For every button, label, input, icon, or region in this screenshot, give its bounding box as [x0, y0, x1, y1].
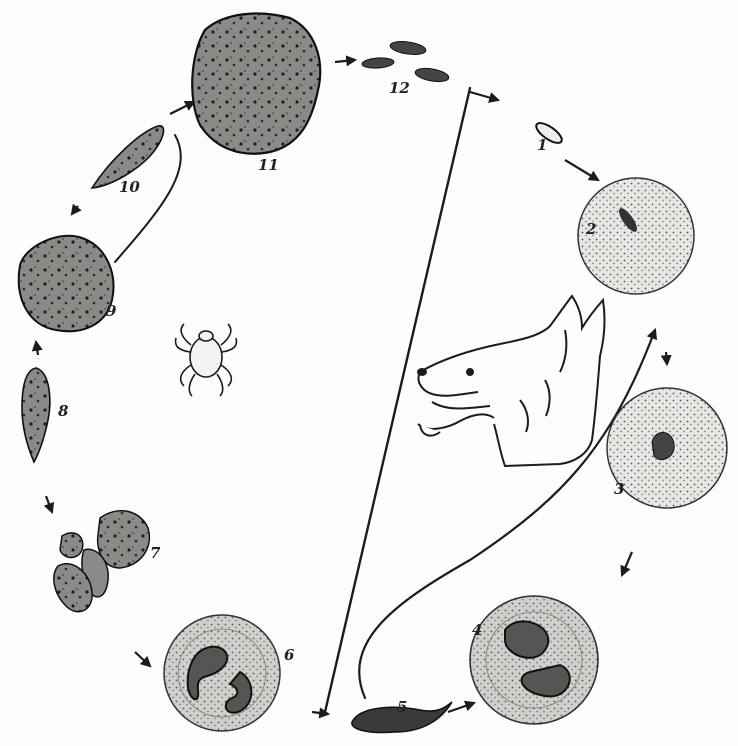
stage-label-9: 9	[106, 302, 117, 320]
stage-label-10: 10	[119, 178, 140, 196]
dog-head-icon	[418, 296, 604, 466]
stage-label-7: 7	[150, 544, 161, 562]
stage-label-1: 1	[537, 136, 547, 154]
stage-6-leukocyte	[164, 615, 280, 731]
stage-8-cell	[22, 368, 50, 462]
transmission-line	[325, 88, 470, 712]
stage-4-leukocyte	[470, 596, 598, 724]
stage-label-2: 2	[585, 220, 596, 238]
stage-12-sporozoites	[362, 40, 450, 84]
stage-label-5: 5	[397, 698, 407, 716]
stage-label-6: 6	[284, 646, 295, 664]
stage-7-cluster	[54, 511, 150, 612]
stage-label-8: 8	[58, 402, 69, 420]
stage-9-cell	[19, 236, 114, 331]
stage-label-4: 4	[472, 621, 482, 639]
stage-label-3: 3	[614, 480, 624, 498]
tick-icon	[176, 324, 237, 396]
stage-label-11: 11	[258, 156, 279, 174]
stage-11-cell	[192, 14, 320, 154]
stage-3-erythrocyte	[607, 388, 727, 508]
stage-label-12: 12	[389, 79, 410, 97]
